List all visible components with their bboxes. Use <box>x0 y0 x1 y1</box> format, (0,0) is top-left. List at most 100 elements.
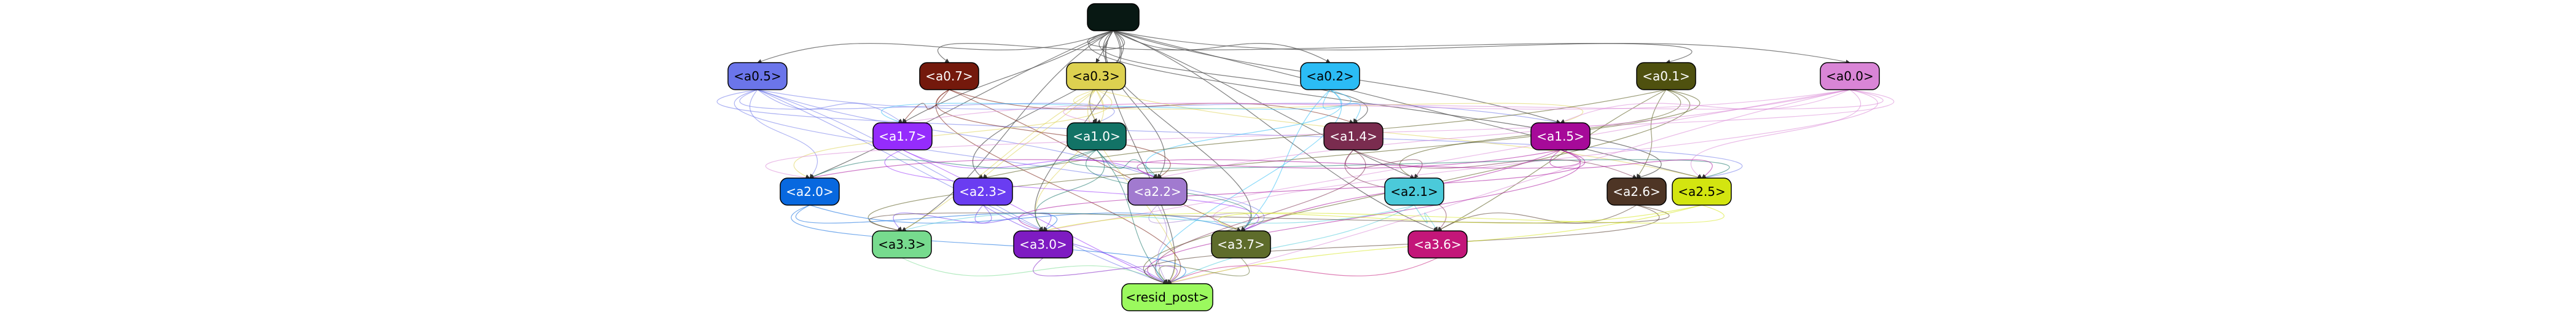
edge-a0.7-to-a1.4 <box>949 89 1354 124</box>
node-a1-7[interactable]: <a1.7> <box>872 122 933 150</box>
edge-root-to-a3.7 <box>1102 30 1252 232</box>
edge-a2.0-to-a3.7 <box>809 204 1242 232</box>
node-label: <a2.1> <box>1390 184 1438 199</box>
edge-a2.5-to-a3.7 <box>1218 204 1725 232</box>
root-node[interactable] <box>1087 3 1140 31</box>
node-box <box>1323 122 1384 150</box>
node-a0-5[interactable]: <a0.5> <box>727 62 788 90</box>
node-a0-0[interactable]: <a0.0> <box>1820 62 1880 90</box>
node-box <box>727 62 788 90</box>
node-box <box>872 122 933 150</box>
node-box <box>872 230 932 259</box>
node-box <box>1636 62 1696 90</box>
node-a0-7[interactable]: <a0.7> <box>919 62 979 90</box>
edge-a2.0-to-a3.0 <box>796 204 1057 232</box>
edge-a1.4-to-a2.6 <box>1353 149 1637 179</box>
node-a1-0[interactable]: <a1.0> <box>1067 122 1127 150</box>
node-a1-5[interactable]: <a1.5> <box>1530 122 1591 150</box>
edge-root-to-a0.5 <box>757 30 1114 64</box>
node-a2-6[interactable]: <a2.6> <box>1607 177 1667 206</box>
node-a2-0[interactable]: <a2.0> <box>780 177 840 206</box>
edge-root-to-a0.1 <box>1087 30 1693 64</box>
node-label: <a0.1> <box>1642 69 1690 84</box>
edge-a0.1-to-a2.6 <box>1636 89 1667 179</box>
node-label: <a3.6> <box>1414 237 1462 252</box>
node-box <box>1607 177 1667 206</box>
edge-a0.3-to-a3.3 <box>901 89 1097 232</box>
edge-a2.1-to-a3.6 <box>1414 204 1438 232</box>
node-a2-1[interactable]: <a2.1> <box>1384 177 1444 206</box>
node-a1-4[interactable]: <a1.4> <box>1323 122 1384 150</box>
node-a2-3[interactable]: <a2.3> <box>953 177 1013 206</box>
node-label: <a0.2> <box>1306 69 1354 84</box>
edge-root-to-a3.3 <box>901 30 1114 232</box>
edge-a0.5-to-a1.7 <box>757 89 903 123</box>
edge-a0.3-to-a1.0 <box>1089 89 1104 123</box>
node-a0-1[interactable]: <a0.1> <box>1636 62 1696 90</box>
edge-a3.6-to-resid <box>1167 257 1438 284</box>
edge-a2.5-to-a3.0 <box>1043 204 1702 233</box>
edge-a1.5-to-a2.0 <box>809 149 1561 180</box>
node-label: <a3.7> <box>1217 237 1265 252</box>
edge-a2.3-to-a3.3 <box>893 204 992 232</box>
node-label: <a1.4> <box>1329 129 1377 144</box>
edge-a2.1-to-a3.3 <box>901 204 1415 232</box>
edge-a1.0-to-a3.0 <box>1035 149 1105 232</box>
node-box <box>1820 62 1880 90</box>
edge-a1.5-to-a2.5 <box>1549 149 1713 179</box>
node-box <box>1407 230 1468 259</box>
node-resid[interactable]: <resid_post> <box>1121 283 1213 311</box>
node-label: <a3.3> <box>878 237 926 252</box>
node-label: <a2.2> <box>1133 184 1181 199</box>
node-a3-6[interactable]: <a3.6> <box>1407 230 1468 259</box>
edge-a2.3-to-resid <box>982 204 1168 284</box>
node-label: <a3.0> <box>1019 237 1067 252</box>
node-layer: <a0.5> <a0.7> <a0.3> <a0.2> <a0.1> <a0.0> <a1.… <box>727 3 1880 311</box>
node-a3-7[interactable]: <a3.7> <box>1211 230 1271 259</box>
node-label: <a2.6> <box>1613 184 1661 199</box>
node-label: <resid_post> <box>1126 290 1208 305</box>
edge-a2.6-to-a3.3 <box>869 204 1670 233</box>
node-label: <a1.0> <box>1073 129 1121 144</box>
edge-a1.5-to-a2.2 <box>1137 149 1581 179</box>
edge-a2.0-to-resid <box>791 204 1186 285</box>
edge-a0.2-to-a1.7 <box>881 89 1352 124</box>
edge-a0.5-to-a1.5 <box>757 89 1561 125</box>
edge-a1.4-to-resid <box>1154 149 1366 284</box>
node-box <box>1211 230 1271 259</box>
edge-a0.0-to-a1.7 <box>902 89 1850 125</box>
edge-a0.5-to-a2.0 <box>749 89 818 179</box>
edge-a0.0-to-a2.5 <box>1690 89 1862 179</box>
node-box <box>1087 3 1140 31</box>
edge-a0.0-to-resid <box>1167 89 1850 286</box>
node-label: <a0.7> <box>925 69 973 84</box>
node-a0-3[interactable]: <a0.3> <box>1066 62 1126 90</box>
node-a3-0[interactable]: <a3.0> <box>1013 230 1073 259</box>
edge-root-to-a0.0 <box>1113 30 1850 64</box>
edge-root-to-a2.0 <box>809 30 1114 179</box>
node-box <box>1300 62 1360 90</box>
node-box <box>1013 230 1073 259</box>
edge-a2.1-to-resid <box>1167 204 1415 284</box>
node-a2-5[interactable]: <a2.5> <box>1672 177 1732 206</box>
edge-a2.6-to-a3.6 <box>1437 204 1637 232</box>
edge-a1.4-to-a2.1 <box>1345 149 1423 179</box>
node-label: <a1.7> <box>879 129 926 144</box>
edge-a0.5-to-a2.5 <box>716 89 1743 180</box>
node-label: <a0.3> <box>1072 69 1120 84</box>
node-box <box>1127 177 1188 206</box>
edge-a1.7-to-resid <box>902 149 1168 284</box>
edge-a3.0-to-resid <box>1033 257 1178 284</box>
edge-a0.0-to-a1.0 <box>1063 89 1884 125</box>
edge-a0.5-to-a1.0 <box>739 89 1115 123</box>
edge-a1.5-to-resid <box>1147 149 1581 285</box>
edge-root-to-a3.6 <box>1113 30 1438 232</box>
node-box <box>1067 122 1127 150</box>
node-a2-2[interactable]: <a2.2> <box>1127 177 1188 206</box>
edge-a0.5-to-a3.0 <box>757 89 1044 232</box>
node-a3-3[interactable]: <a3.3> <box>872 230 932 259</box>
node-a0-2[interactable]: <a0.2> <box>1300 62 1360 90</box>
edge-a0.2-to-a2.2 <box>1145 89 1342 179</box>
node-box <box>1121 283 1213 311</box>
